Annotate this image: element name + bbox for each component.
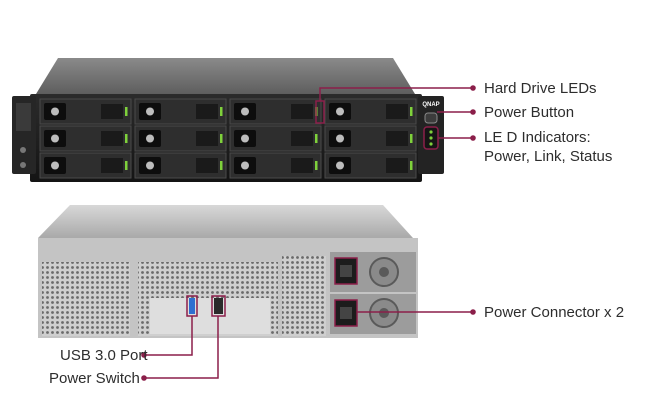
front-top-lid — [36, 58, 415, 94]
callout-dots — [141, 85, 476, 381]
drive-led — [410, 107, 413, 116]
label-usb-port: USB 3.0 Port — [60, 347, 148, 364]
power-button[interactable] — [424, 112, 438, 124]
drive-tray-vent — [196, 104, 218, 119]
drive-led — [410, 134, 413, 143]
drive-latch-icon — [336, 134, 344, 143]
brand-logo: QNAP — [422, 102, 439, 108]
led-status — [429, 142, 433, 146]
callout-dot — [141, 352, 147, 358]
drive-tray-vent — [101, 158, 123, 173]
rear-unit — [38, 205, 418, 338]
power-supply-top — [330, 252, 416, 292]
drive-tray-vent — [386, 131, 408, 146]
callout-dot — [470, 135, 476, 141]
label-power-connector: Power Connector x 2 — [484, 304, 625, 321]
drive-tray-vent — [386, 158, 408, 173]
drive-latch-icon — [336, 107, 344, 116]
callout-dot — [141, 375, 147, 381]
drive-latch-icon — [51, 134, 59, 143]
drive-led — [410, 161, 413, 170]
callout-dot — [470, 85, 476, 91]
led-power — [429, 130, 433, 134]
drive-led — [125, 161, 128, 170]
label-led-indicators: LE D Indicators: Power, Link, Status — [484, 129, 613, 165]
callout-line-hard-drive-leds — [319, 87, 472, 101]
drive-latch-icon — [241, 134, 249, 143]
drive-led — [315, 161, 318, 170]
power-supply-bottom — [330, 294, 416, 334]
drive-tray-vent — [101, 131, 123, 146]
rear-top-lid — [38, 205, 413, 238]
drive-led — [315, 134, 318, 143]
drive-latch-icon — [146, 161, 154, 170]
callout-dot — [470, 109, 476, 115]
drive-latch-icon — [146, 107, 154, 116]
drive-led — [125, 107, 128, 116]
drive-tray-vent — [101, 104, 123, 119]
rear-left-vent — [42, 262, 130, 336]
drive-latch-icon — [51, 107, 59, 116]
callout-line-power-switch — [145, 316, 219, 379]
label-power-switch: Power Switch — [49, 370, 140, 387]
drive-tray-vent — [291, 131, 313, 146]
power-switch[interactable] — [214, 298, 223, 314]
drive-led — [220, 134, 223, 143]
power-socket-icon — [340, 307, 352, 319]
drive-led — [125, 134, 128, 143]
drive-bay-grid — [39, 98, 417, 179]
label-hard-drive-leds: Hard Drive LEDs — [484, 80, 597, 97]
drive-tray-vent — [196, 131, 218, 146]
power-socket-icon — [340, 265, 352, 277]
callout-dot — [470, 309, 476, 315]
label-power-button: Power Button — [484, 104, 575, 121]
usb-port[interactable] — [189, 298, 195, 314]
drive-tray-vent — [291, 158, 313, 173]
drive-tray-vent — [196, 158, 218, 173]
rear-right-vent — [282, 256, 326, 336]
drive-led — [220, 161, 223, 170]
drive-tray-vent — [386, 104, 408, 119]
drive-tray-vent — [291, 104, 313, 119]
led-link — [429, 136, 433, 140]
drive-latch-icon — [51, 161, 59, 170]
callout-line-usb-port — [145, 316, 193, 356]
front-unit: QNAP — [12, 58, 444, 182]
drive-latch-icon — [336, 161, 344, 170]
drive-led — [220, 107, 223, 116]
callout-lines — [145, 87, 472, 379]
drive-latch-icon — [146, 134, 154, 143]
drive-latch-icon — [241, 161, 249, 170]
drive-latch-icon — [241, 107, 249, 116]
